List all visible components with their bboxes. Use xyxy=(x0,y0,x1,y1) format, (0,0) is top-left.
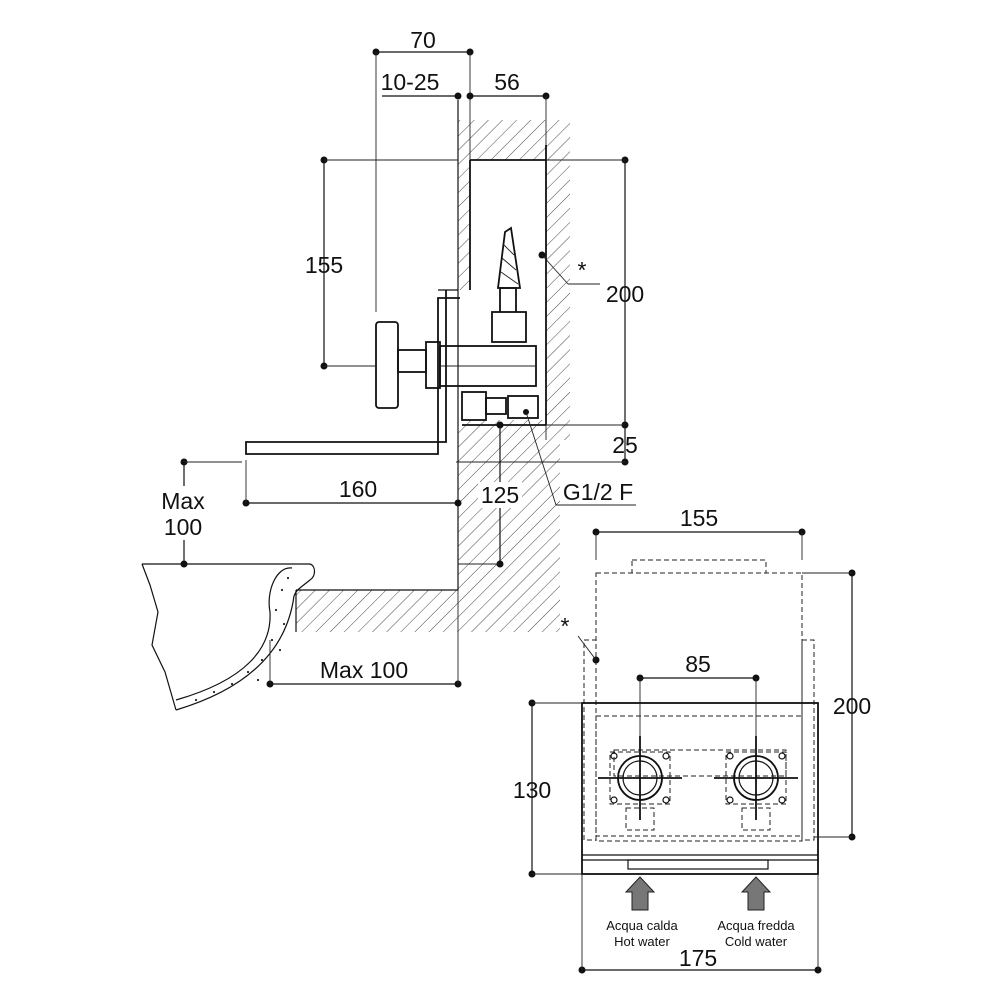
dim-box-height: 200 xyxy=(546,156,644,429)
handle-stem xyxy=(397,349,427,373)
dim-bottom-offset: 25 xyxy=(456,425,638,466)
thread-label: G1/2 F xyxy=(563,479,633,505)
hose-fitting xyxy=(499,287,517,312)
dim-box-depth: 56 xyxy=(466,69,550,145)
dim-handle-height: 155 xyxy=(305,156,458,370)
cold-inlet-arrow-icon xyxy=(740,876,772,911)
spout xyxy=(245,290,460,455)
dim-adjust-range: 10-25 xyxy=(381,69,462,100)
dim-130-label: 130 xyxy=(513,777,551,803)
lower-nut xyxy=(461,391,487,421)
dim-handle-spacing: 85 xyxy=(636,651,760,736)
inlet-arrows: Acqua calda Hot water Acqua fredda Cold … xyxy=(606,876,795,949)
dim-front-box-width: 155 xyxy=(592,505,806,560)
dim-top-width: 70 xyxy=(372,27,474,312)
mixer-assembly xyxy=(245,226,539,455)
flex-hose xyxy=(496,226,522,289)
cover-plate xyxy=(581,702,819,875)
dim-125-label: 125 xyxy=(481,482,519,508)
side-view: 70 10-25 56 155 200 xyxy=(141,27,644,711)
dim-200-side-label: 200 xyxy=(606,281,644,307)
dim-160-label: 160 xyxy=(339,476,377,502)
dim-front-200-label: 200 xyxy=(833,693,871,719)
dim-plate-height: 130 xyxy=(513,699,582,878)
dim-front-155-label: 155 xyxy=(680,505,718,531)
thread-callout: G1/2 F xyxy=(523,409,636,506)
valve-nut xyxy=(491,311,527,343)
dim-10-25-label: 10-25 xyxy=(381,69,440,95)
dim-56-label: 56 xyxy=(494,69,520,95)
dim-front-box-height: 200 xyxy=(802,569,871,841)
dim-plate-width: 175 xyxy=(578,874,822,974)
dim-155-label: 155 xyxy=(305,252,343,278)
dim-tub-edge: Max 100 xyxy=(266,590,462,688)
cold-water-handle xyxy=(714,736,798,831)
hot-water-label-en: Hot water xyxy=(614,934,670,949)
inlet-fitting xyxy=(507,395,539,419)
wall-note-leader: * xyxy=(538,251,600,285)
dim-rim-clearance: Max 100 xyxy=(150,458,242,568)
cold-water-label-en: Cold water xyxy=(725,934,788,949)
hot-water-label-it: Acqua calda xyxy=(606,918,678,933)
dim-max-100-vertical-line2: 100 xyxy=(164,514,202,540)
wall-section xyxy=(295,100,570,632)
side-asterisk: * xyxy=(578,257,587,283)
recessed-box xyxy=(462,145,547,426)
dim-175-label: 175 xyxy=(679,945,717,971)
bathtub-rim xyxy=(141,563,316,711)
hot-water-handle xyxy=(598,736,682,831)
handle-knob xyxy=(375,321,399,409)
dim-25-label: 25 xyxy=(612,432,638,458)
hot-inlet-arrow-icon xyxy=(624,876,656,911)
dim-max-100-horizontal-label: Max 100 xyxy=(320,657,408,683)
front-view: 155 85 200 130 xyxy=(513,505,871,974)
dim-max-100-vertical-line1: Max xyxy=(161,488,205,514)
front-note-leader: * xyxy=(561,613,600,664)
lower-connector xyxy=(485,397,507,415)
dim-70-label: 70 xyxy=(410,27,436,53)
front-asterisk: * xyxy=(561,613,570,639)
dim-85-label: 85 xyxy=(685,651,711,677)
cold-water-label-it: Acqua fredda xyxy=(717,918,795,933)
dim-spout-length: 160 xyxy=(242,460,462,507)
dim-spout-drop: 125 xyxy=(458,421,522,568)
